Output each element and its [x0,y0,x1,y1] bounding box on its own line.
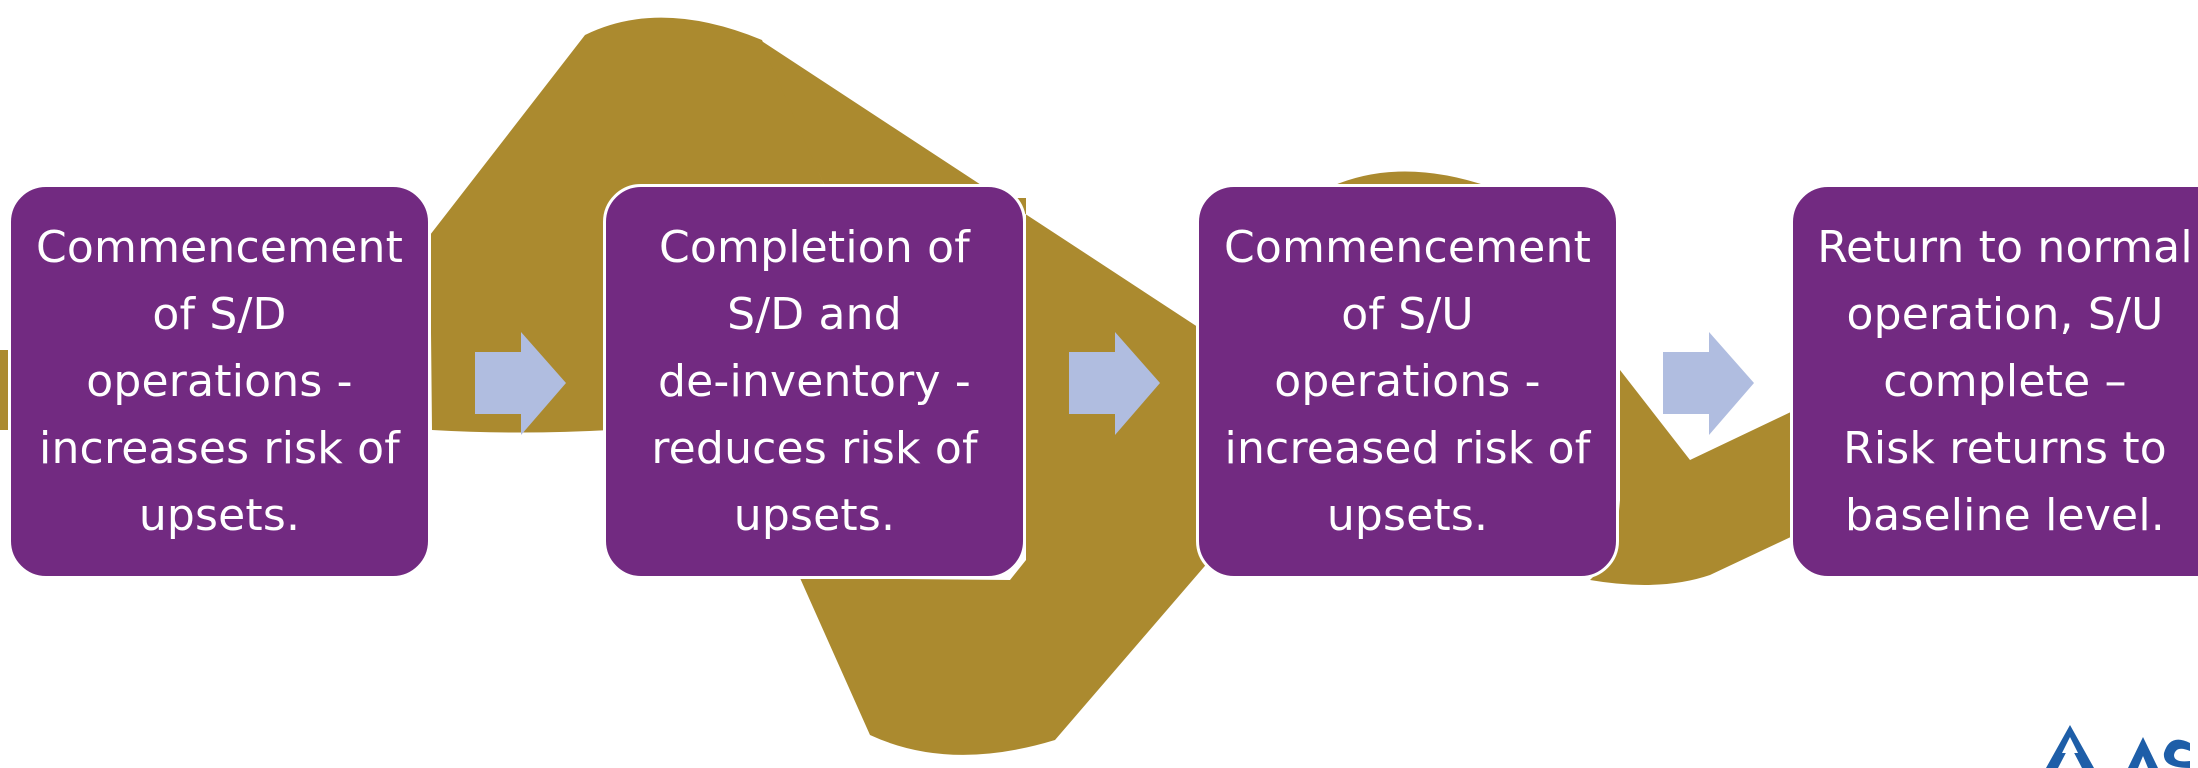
step-box-4: Return to normal operation, S/U complete… [1790,184,2198,579]
step-box-2: Completion of S/D and de-inventory - red… [603,184,1026,579]
risk-band-hump [1330,171,1490,187]
arrow-3 [1663,332,1754,435]
step-1-text: Commencement of S/D operations - increas… [35,222,404,541]
arrow-1 [475,332,566,435]
logo-icon [2046,725,2190,768]
step-2-text: Completion of S/D and de-inventory - red… [651,222,978,541]
risk-band-fall-1 [760,40,1210,755]
step-box-1: Commencement of S/D operations - increas… [8,184,431,579]
risk-band-fall-2 [1590,370,1795,585]
step-4-text: Return to normal operation, S/U complete… [1817,222,2193,541]
arrow-2 [1069,332,1160,435]
step-box-3: Commencement of S/U operations - increas… [1196,184,1619,579]
step-3-text: Commencement of S/U operations - increas… [1223,222,1592,541]
